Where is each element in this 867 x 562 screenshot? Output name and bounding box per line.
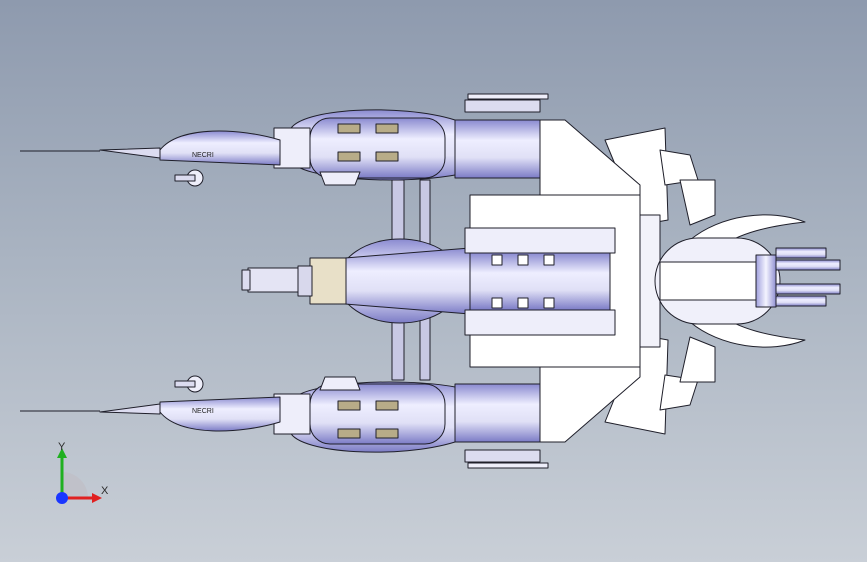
thruster-4 [775, 295, 827, 307]
lower-pod-marking: NECRI [192, 408, 214, 415]
coordinate-triad [56, 448, 102, 504]
thruster-2 [775, 259, 841, 271]
y-axis-label: Y [58, 441, 66, 453]
cannon-barrel-housing [344, 247, 471, 315]
cannon-muzzle-ring [309, 257, 347, 305]
upper-pod-marking: NECRI [192, 152, 214, 159]
upper-pod [20, 93, 549, 187]
cannon-tip [247, 267, 299, 293]
x-axis-label: X [101, 485, 109, 497]
z-axis-dot [56, 492, 68, 504]
thruster-3 [775, 283, 841, 295]
lower-pod [20, 375, 549, 469]
thruster-1 [775, 247, 827, 259]
